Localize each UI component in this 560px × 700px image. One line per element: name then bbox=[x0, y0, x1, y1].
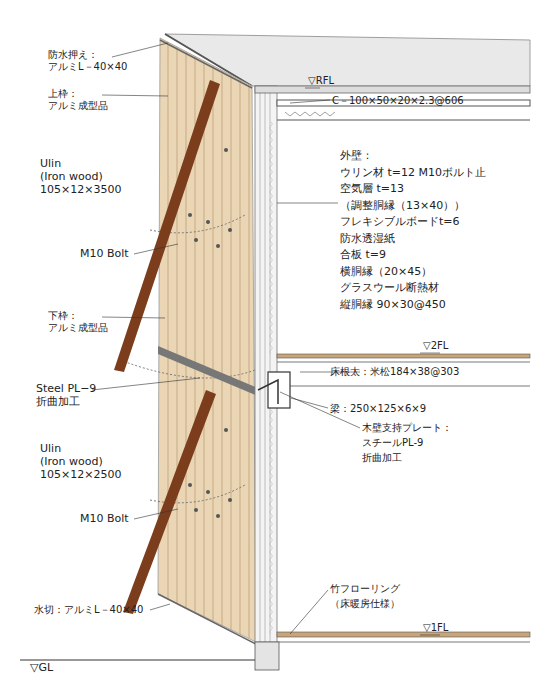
callout-label: 合板 t=9 bbox=[340, 249, 386, 262]
callout-label: M10 Bolt bbox=[80, 513, 129, 526]
ulin-board-2500 bbox=[123, 390, 216, 614]
callout-label: （床暖房仕様） bbox=[330, 598, 400, 610]
callout-label: 横胴縁（20×45） bbox=[340, 266, 432, 279]
callout-label: フレキシブルボードt=6 bbox=[340, 216, 460, 229]
callout-label: 上枠： bbox=[48, 88, 78, 100]
callout-label: 防水透湿紙 bbox=[340, 233, 395, 246]
callout-label: アルミ成型品 bbox=[48, 100, 108, 112]
callout-label: 折曲加工 bbox=[362, 452, 402, 464]
callout-label: 梁：250×125×6×9 bbox=[330, 403, 426, 415]
callout-label: （調整胴縁（13×40）） bbox=[340, 200, 465, 213]
callout-label: 下枠： bbox=[48, 310, 78, 322]
swing-arc bbox=[150, 485, 245, 503]
callout-label: 木壁支持プレート： bbox=[362, 422, 452, 434]
callout-label: 105×12×2500 bbox=[40, 469, 121, 482]
callout-label: 折曲加工 bbox=[36, 396, 80, 409]
callout-label: 床根太：米松184×38@303 bbox=[330, 366, 459, 378]
callout-label: (Iron wood) bbox=[40, 456, 103, 469]
callout-label: グラスウール断熱材 bbox=[340, 282, 439, 295]
callout-label: ウリン材 t=12 M10ボルト止 bbox=[340, 167, 486, 180]
callout-label: Ulin bbox=[40, 443, 61, 456]
callout-label: ▽RFL bbox=[308, 75, 334, 87]
floor-2f bbox=[277, 354, 530, 358]
callout-label: 空気層 t=13 bbox=[340, 183, 404, 196]
top-frame bbox=[160, 40, 252, 88]
callout-label: Ulin bbox=[40, 158, 61, 171]
callout-label: 防水押え： bbox=[48, 49, 98, 61]
callout-label: M10 Bolt bbox=[80, 248, 129, 261]
callout-label: C－100×50×20×2.3@606 bbox=[332, 95, 464, 107]
bolt-holes bbox=[188, 148, 232, 518]
ulin-cladding bbox=[158, 38, 256, 642]
callout-label: 水切：アルミL－40×40 bbox=[34, 604, 143, 616]
drip-flashing bbox=[158, 594, 256, 644]
callout-label: ▽GL bbox=[30, 662, 53, 675]
wall-support-plate bbox=[258, 380, 278, 404]
wall-layers bbox=[255, 86, 277, 642]
callout-label: 縦胴縁 90×30@450 bbox=[340, 299, 446, 312]
callout-label: (Iron wood) bbox=[40, 171, 103, 184]
steel-beam bbox=[268, 372, 290, 408]
ulin-board-3500 bbox=[114, 80, 220, 372]
leader-lines bbox=[92, 43, 360, 634]
callout-label: Steel PL−9 bbox=[36, 383, 96, 396]
ground-line bbox=[20, 660, 255, 661]
callout-label: 竹フローリング bbox=[330, 583, 400, 595]
callout-label: スチールPL-9 bbox=[362, 437, 423, 449]
callout-label: アルミL－40×40 bbox=[48, 61, 127, 73]
floor-1f bbox=[277, 632, 530, 637]
swing-arc bbox=[120, 360, 255, 378]
foundation bbox=[255, 642, 279, 670]
board-joints bbox=[168, 30, 249, 650]
steel-plate bbox=[158, 346, 258, 396]
callout-label: ▽2FL bbox=[423, 340, 448, 352]
callout-label: 105×12×3500 bbox=[40, 184, 121, 197]
callout-label: アルミ成型品 bbox=[48, 322, 108, 334]
roof-slab bbox=[255, 86, 530, 93]
callout-label: 外壁： bbox=[340, 150, 373, 163]
callout-label: ▽1FL bbox=[423, 622, 448, 634]
